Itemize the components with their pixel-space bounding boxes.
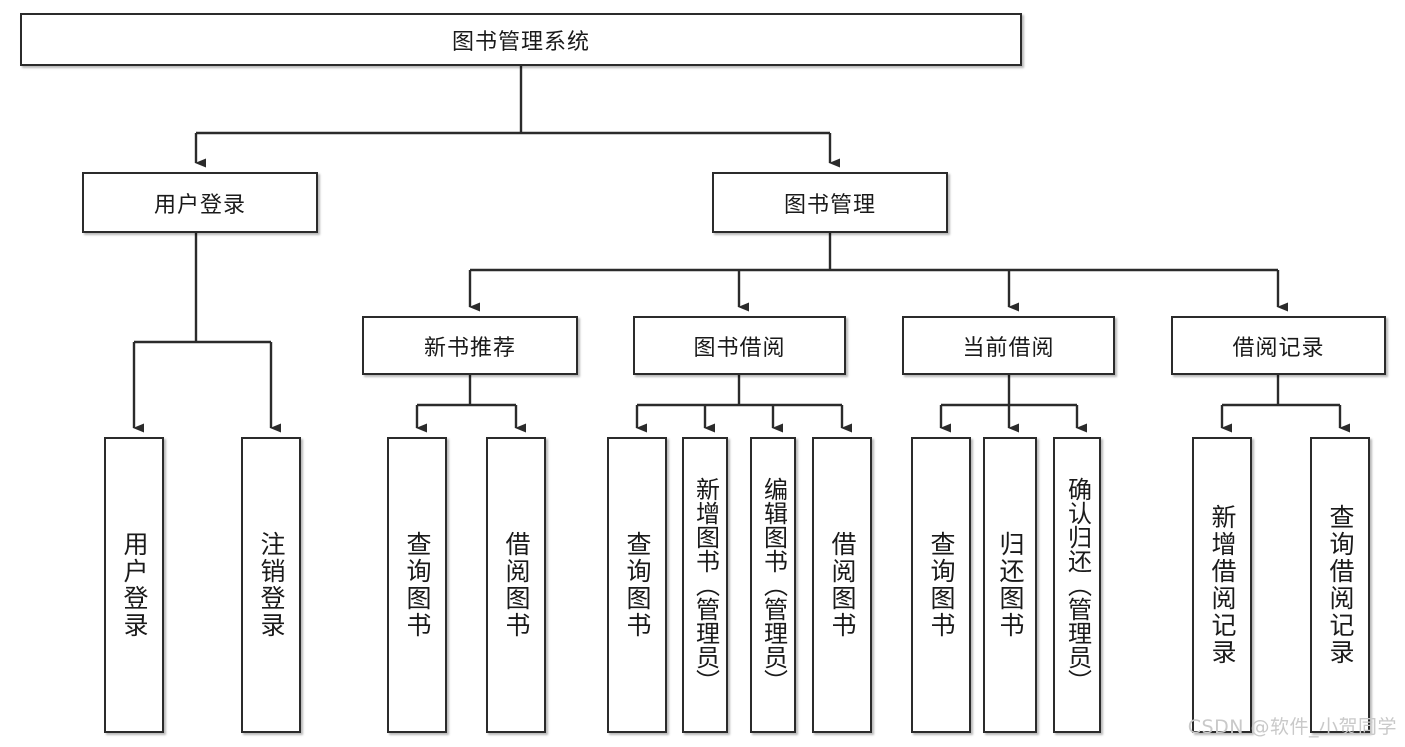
leaf-user-login-signout-label: 注销登录 bbox=[257, 531, 286, 639]
leaf-current-borrow-query[interactable]: 查询图书 bbox=[911, 437, 971, 733]
leaf-book-borrow-borrow-label: 借阅图书 bbox=[828, 531, 857, 639]
leaf-book-borrow-edit[interactable]: 编辑图书（管理员） bbox=[750, 437, 796, 733]
node-borrow-record[interactable]: 借阅记录 bbox=[1171, 316, 1386, 375]
leaf-current-borrow-return-label: 归还图书 bbox=[996, 531, 1025, 639]
leaf-new-book-borrow[interactable]: 借阅图书 bbox=[486, 437, 546, 733]
node-current-borrow[interactable]: 当前借阅 bbox=[902, 316, 1115, 375]
node-user-login-label: 用户登录 bbox=[153, 192, 246, 218]
leaf-current-borrow-return[interactable]: 归还图书 bbox=[983, 437, 1037, 733]
leaf-borrow-record-add[interactable]: 新增借阅记录 bbox=[1192, 437, 1252, 733]
node-user-login[interactable]: 用户登录 bbox=[82, 172, 318, 233]
node-borrow-record-label: 借阅记录 bbox=[1232, 335, 1325, 361]
node-root-label: 图书管理系统 bbox=[451, 29, 590, 55]
leaf-current-borrow-confirm[interactable]: 确认归还（管理员） bbox=[1053, 437, 1101, 733]
node-new-book-recommend[interactable]: 新书推荐 bbox=[362, 316, 578, 375]
leaf-book-borrow-borrow[interactable]: 借阅图书 bbox=[812, 437, 872, 733]
leaf-new-book-query-label: 查询图书 bbox=[403, 531, 432, 639]
leaf-user-login-signout[interactable]: 注销登录 bbox=[241, 437, 301, 733]
leaf-book-borrow-query[interactable]: 查询图书 bbox=[607, 437, 667, 733]
leaf-book-borrow-add-label: 新增图书（管理员） bbox=[691, 477, 720, 693]
leaf-current-borrow-confirm-label: 确认归还（管理员） bbox=[1063, 477, 1092, 693]
node-current-borrow-label: 当前借阅 bbox=[962, 335, 1055, 361]
node-new-book-recommend-label: 新书推荐 bbox=[423, 335, 516, 361]
leaf-user-login-signin-label: 用户登录 bbox=[120, 531, 149, 639]
leaf-book-borrow-add[interactable]: 新增图书（管理员） bbox=[682, 437, 728, 733]
leaf-borrow-record-query[interactable]: 查询借阅记录 bbox=[1310, 437, 1370, 733]
leaf-borrow-record-add-label: 新增借阅记录 bbox=[1208, 504, 1237, 666]
node-book-borrow[interactable]: 图书借阅 bbox=[633, 316, 846, 375]
leaf-new-book-borrow-label: 借阅图书 bbox=[502, 531, 531, 639]
node-book-management[interactable]: 图书管理 bbox=[712, 172, 948, 233]
leaf-new-book-query[interactable]: 查询图书 bbox=[387, 437, 447, 733]
leaf-borrow-record-query-label: 查询借阅记录 bbox=[1326, 504, 1355, 666]
leaf-user-login-signin[interactable]: 用户登录 bbox=[104, 437, 164, 733]
leaf-current-borrow-query-label: 查询图书 bbox=[927, 531, 956, 639]
node-book-management-label: 图书管理 bbox=[783, 192, 876, 218]
leaf-book-borrow-edit-label: 编辑图书（管理员） bbox=[759, 477, 788, 693]
node-root[interactable]: 图书管理系统 bbox=[20, 13, 1022, 66]
leaf-book-borrow-query-label: 查询图书 bbox=[623, 531, 652, 639]
node-book-borrow-label: 图书借阅 bbox=[693, 335, 786, 361]
